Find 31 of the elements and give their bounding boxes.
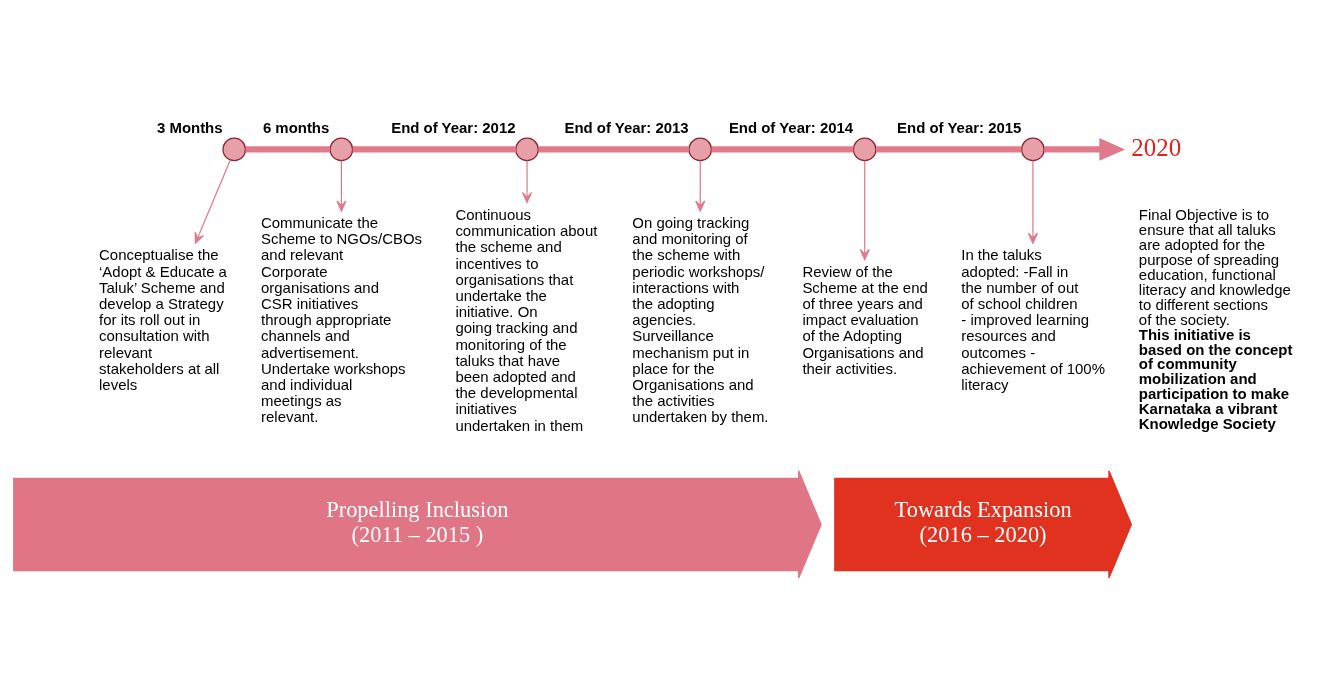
label: Final Objective is to ensure that all taluks are adopted for the purpose of spreading education, functional literacy and knowledge to different sections of the society. This initiative is based on the concept of community mobilization and participation to make Karnataka a vibrant Knowledge Society	[1138, 205, 1293, 432]
node-label: End of Year: 2013	[564, 118, 689, 136]
node-circle	[1021, 137, 1045, 161]
arrow	[695, 159, 706, 212]
node-circle	[852, 137, 877, 161]
arrow	[859, 159, 870, 260]
node-label: End of Year: 2014	[728, 118, 854, 136]
node-text: Continuous communication about the scheme and incentives to organisations that undertake the initiative. On going tracking and monitoring of the taluks that have been adopted and the developmental initiatives undertaken in them	[455, 205, 598, 433]
node-text: On going tracking and monitoring of the scheme with periodic workshops/interactions with the adopting agencies. Surveillance mechanism put in place for the Organisations and the activities undertaken by them.	[632, 213, 769, 425]
node-text: 2020	[1131, 133, 1182, 161]
node-text: In the taluks adopted: -Fall in the number of out of school children - improved learning resources and outcomes - achievement of 100% literacy	[961, 245, 1105, 393]
node-label: End of Year: 2012	[391, 118, 516, 136]
arrow	[1027, 159, 1039, 244]
arrow	[1044, 137, 1126, 161]
node-circle	[222, 137, 247, 161]
connector	[876, 145, 1022, 152]
node-text: Communicate the Scheme to NGOs/CBOs and relevant Corporate organisations and CSR initiatives through appropriate channels and advertisement. Undertake workshops and individual meetings as relevant.	[261, 213, 423, 425]
node-label: 6 months	[262, 118, 330, 136]
node-label: 3 Months	[156, 118, 223, 136]
node-text: Review of the Scheme at the end of three years and impact evaluation of the Adopting Organisations and their activities.	[802, 262, 928, 377]
node-circle	[329, 137, 354, 161]
node-circle	[515, 137, 539, 161]
connector	[245, 145, 331, 152]
node-label: End of Year: 2015	[897, 118, 1022, 136]
connector	[538, 145, 689, 152]
arrow	[521, 159, 533, 203]
arrow	[336, 159, 347, 212]
node-circle	[688, 137, 713, 161]
connector	[711, 145, 854, 152]
node-text: Conceptualise the ‘Adopt & Educate a Taluk’ Scheme and develop a Strategy for its roll out in consultation with relevant stakeholders at all levels	[99, 245, 227, 393]
connector	[352, 145, 516, 152]
